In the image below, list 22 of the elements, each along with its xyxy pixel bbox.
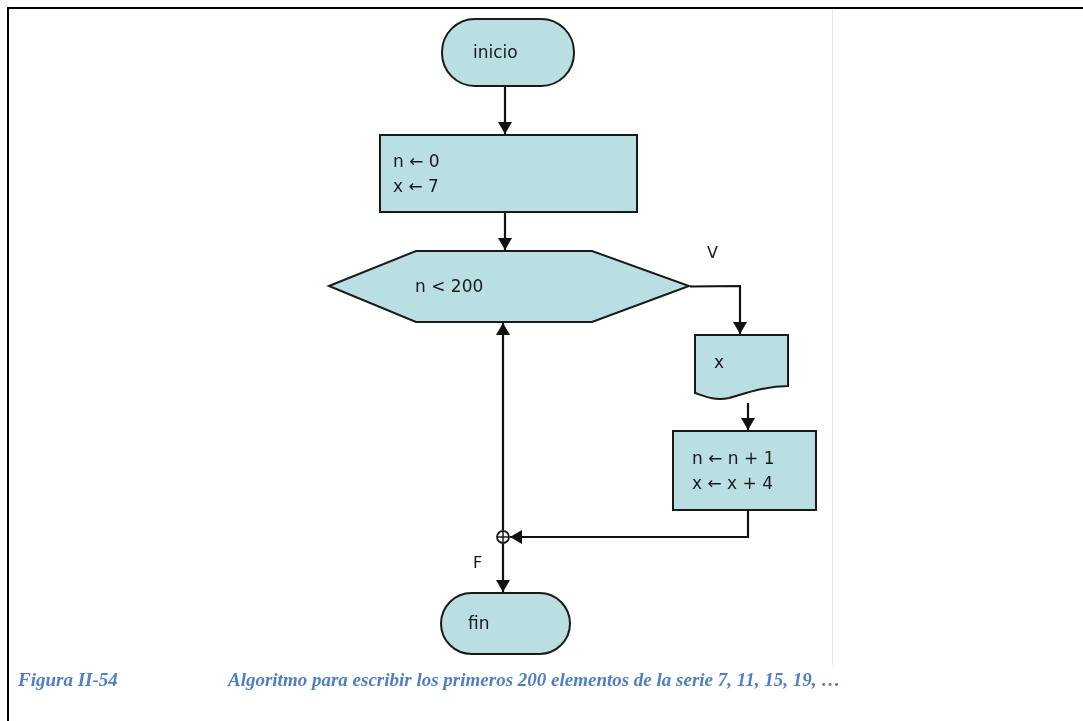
node-text: x ← 7: [393, 174, 440, 198]
node-text: x ← x + 4: [692, 471, 775, 495]
node-text: n < 200: [415, 275, 485, 298]
junction-circle: [496, 530, 510, 544]
figure-number: Figura II-54: [18, 669, 118, 691]
node-text: n ← 0: [393, 149, 441, 173]
node-text: fin: [468, 612, 491, 635]
arrow: [496, 323, 510, 530]
arrow: [741, 403, 755, 430]
arrow: [496, 544, 510, 592]
process-box: [379, 134, 638, 213]
node-text: n ← n + 1: [692, 446, 776, 470]
figure-caption: Algoritmo para escribir los primeros 200 elementos de la serie 7, 11, 15, 19, …: [228, 669, 841, 691]
process-box: [672, 430, 817, 511]
arrow: [498, 87, 512, 134]
arrow: [690, 284, 747, 334]
node-text: inicio: [473, 41, 519, 64]
decision-hexagon: [329, 250, 690, 323]
arrow: [510, 511, 750, 544]
node-text: x: [714, 350, 726, 374]
output-document: [694, 334, 789, 400]
arrow: [498, 213, 512, 250]
